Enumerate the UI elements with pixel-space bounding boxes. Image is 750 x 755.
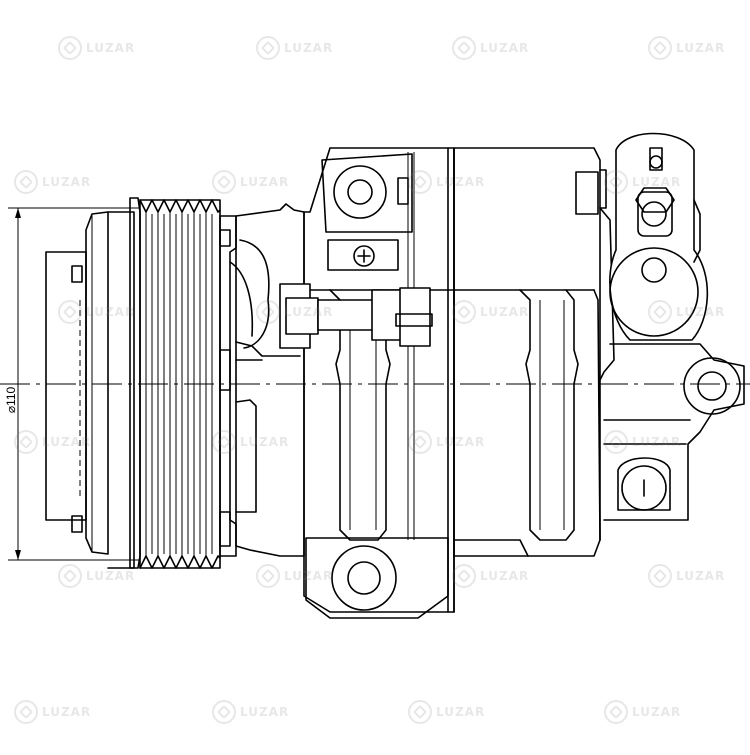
bottom-mounting-ear <box>305 537 449 619</box>
rear-valve-block <box>575 132 745 521</box>
clutch-plate <box>45 211 135 569</box>
front-housing <box>229 203 305 557</box>
pulley <box>129 197 221 569</box>
electrical-connector <box>279 239 433 349</box>
diameter-label: ⌀110 <box>4 386 19 414</box>
diameter-dimension <box>8 207 140 561</box>
top-mounting-ear <box>321 153 413 233</box>
body-ribs <box>329 289 579 557</box>
compressor-body <box>303 147 601 613</box>
clutch-hub <box>219 215 237 557</box>
